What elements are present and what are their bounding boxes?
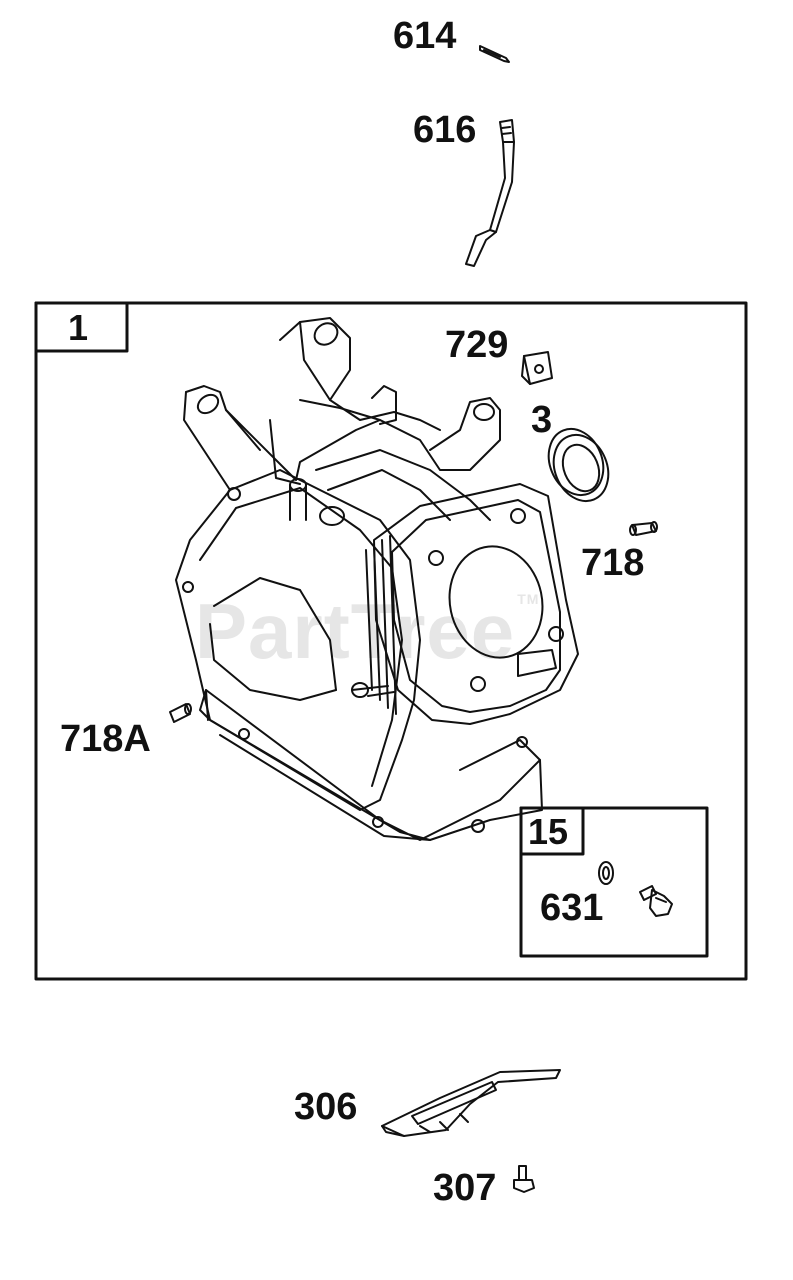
crankcase-block[interactable] (175, 317, 579, 841)
part-631-bolt[interactable] (639, 885, 673, 917)
callout-616[interactable]: 616 (413, 109, 477, 151)
callout-3[interactable]: 3 (531, 399, 553, 441)
group-1-label-box (34, 301, 129, 353)
group-15-label: 15 (528, 811, 569, 852)
callout-718a[interactable]: 718A (60, 718, 151, 760)
part-306-baffle[interactable] (381, 1069, 561, 1137)
part-3-oil-seal[interactable] (539, 421, 618, 510)
group-15-label-box (519, 806, 585, 856)
callout-306[interactable]: 306 (294, 1086, 358, 1128)
callout-718[interactable]: 718 (581, 542, 645, 584)
part-729-plug[interactable] (521, 351, 553, 385)
part-631-washer[interactable] (598, 861, 614, 885)
group-1-label: 1 (68, 307, 89, 348)
callout-729[interactable]: 729 (445, 324, 509, 366)
group-1-frame (34, 301, 748, 981)
part-718a-dowel-pin[interactable] (169, 703, 192, 723)
watermark-text: PartTree (195, 587, 516, 675)
part-616-governor-rod[interactable] (465, 119, 515, 267)
part-307-screw[interactable] (513, 1165, 535, 1193)
part-718-dowel-pin[interactable] (629, 521, 658, 536)
callout-614[interactable]: 614 (393, 15, 457, 57)
callout-307[interactable]: 307 (433, 1167, 497, 1209)
watermark-trademark: TM (517, 591, 540, 607)
group-15-frame (519, 806, 709, 958)
callout-631[interactable]: 631 (540, 887, 604, 929)
part-614-cotter-pin[interactable] (479, 45, 510, 63)
